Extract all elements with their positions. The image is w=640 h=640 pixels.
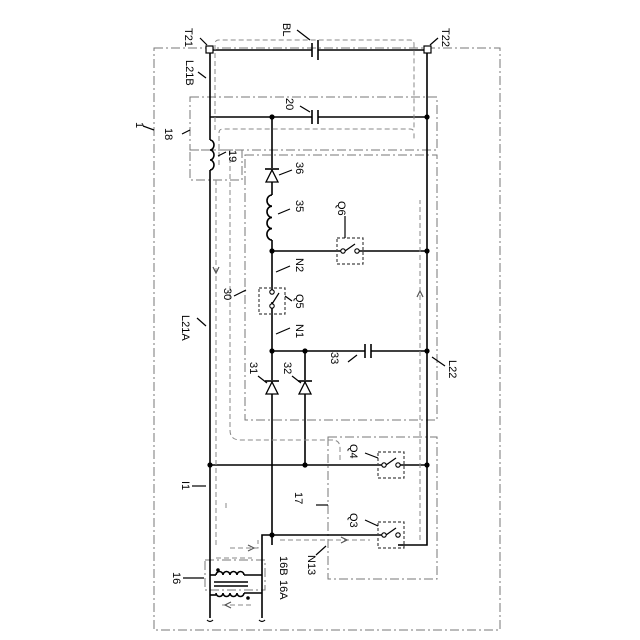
label-i1: I1 <box>179 481 191 490</box>
capacitor-33-symbol <box>365 344 371 358</box>
diode-31-symbol <box>265 381 279 394</box>
label-q3: Q3 <box>347 513 359 528</box>
label-m16: 16 <box>170 572 182 584</box>
reference-labels: BL T21 T22 20 1 18 19 L21B 36 35 Q6 N2 3… <box>133 23 458 600</box>
label-m16a: 16A <box>277 580 289 600</box>
module-18-boundary <box>190 97 437 150</box>
label-l21a: L21A <box>179 315 191 341</box>
label-n13: N13 <box>305 555 317 575</box>
module-17-boundary <box>328 437 437 579</box>
label-d32: 32 <box>281 362 293 374</box>
label-l35: 35 <box>293 200 305 212</box>
module-1-boundary <box>154 48 500 630</box>
label-m1: 1 <box>133 122 145 128</box>
junction-dots <box>207 114 429 537</box>
label-m19: 19 <box>226 150 238 162</box>
label-q6: Q6 <box>335 201 347 216</box>
label-d36: 36 <box>293 162 305 174</box>
switch-q3-symbol <box>378 522 404 548</box>
label-n1: N1 <box>293 324 305 338</box>
label-m30: 30 <box>221 288 233 300</box>
label-m16b: 16B <box>277 556 289 576</box>
label-m17: 17 <box>292 492 304 504</box>
bottom-terminal-marks <box>207 620 265 622</box>
label-l21b: L21B <box>183 60 195 86</box>
label-t21: T21 <box>182 28 194 47</box>
label-c20: 20 <box>283 98 295 110</box>
label-t22: T22 <box>439 28 451 47</box>
label-l22: L22 <box>446 360 458 378</box>
current-flow-paths <box>215 40 420 605</box>
switch-q6-symbol <box>337 238 363 264</box>
label-q5: Q5 <box>293 294 305 309</box>
main-wiring <box>210 50 427 618</box>
label-c33: 33 <box>328 352 340 364</box>
terminal-t22 <box>424 46 431 53</box>
label-m18: 18 <box>162 128 174 140</box>
switch-q4-symbol <box>378 452 404 478</box>
label-q4: Q4 <box>347 444 359 459</box>
transformer-16-symbol <box>210 568 262 600</box>
battery-bl-symbol <box>312 40 318 60</box>
inductor-19-symbol <box>210 140 214 170</box>
capacitor-20-symbol <box>312 110 318 124</box>
label-n2: N2 <box>293 258 305 272</box>
inductor-35-symbol <box>267 195 272 240</box>
terminal-t21 <box>206 46 213 53</box>
label-d31: 31 <box>247 362 259 374</box>
label-bl: BL <box>280 23 292 36</box>
diode-36-symbol <box>265 169 279 182</box>
